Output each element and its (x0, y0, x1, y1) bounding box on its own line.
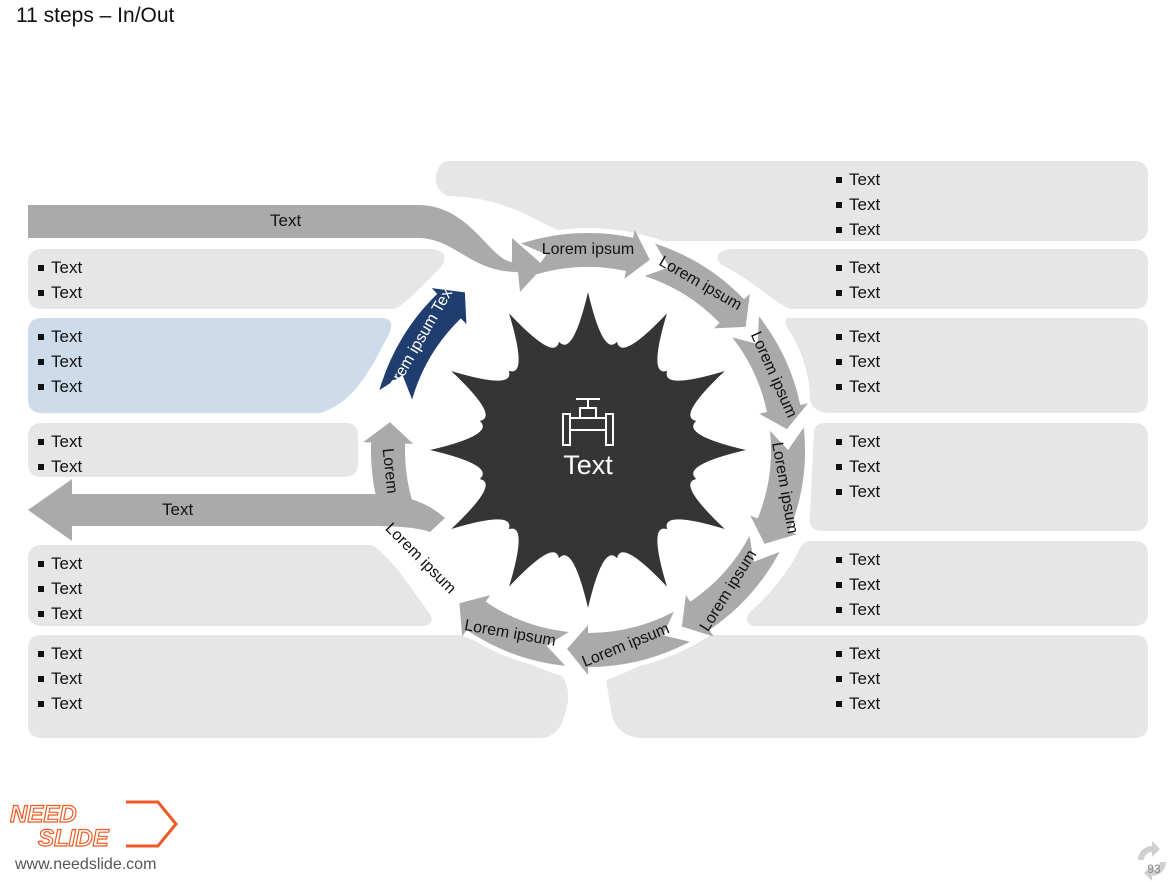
ring-arrow-segment (732, 316, 809, 430)
out-arrow-bar (28, 479, 445, 541)
right-panel-6: Text Text Text (826, 635, 1126, 738)
list-item: Text (836, 349, 1126, 374)
list-item: Text (38, 255, 428, 280)
right-panel-2: Text Text (826, 249, 1126, 309)
center-star-shape (430, 292, 746, 608)
list-item: Text (836, 217, 1126, 242)
list-item: Text (836, 666, 1126, 691)
left-panel-2: Text Text Text (28, 318, 378, 413)
pipe-valve-icon (562, 398, 614, 446)
ring-arrow-segment (750, 427, 806, 544)
ring-arrow-segment (379, 288, 467, 400)
list-item: Text (836, 547, 1126, 572)
list-item: Text (836, 429, 1126, 454)
logo-word-2: SLIDE (38, 825, 110, 852)
right-panel-4: Text Text Text (826, 423, 1126, 531)
out-bar-label: Text (162, 500, 194, 519)
page-number: 93 (1147, 862, 1161, 876)
left-panel-1: Text Text (28, 249, 428, 309)
ring-arrow-segment (644, 243, 750, 329)
list-item: Text (38, 374, 378, 399)
list-item: Text (38, 666, 528, 691)
page-badge-icon (1138, 841, 1166, 881)
list-item: Text (836, 255, 1126, 280)
needslide-logo: NEED SLIDE (9, 800, 178, 853)
list-item: Text (38, 454, 358, 479)
list-item: Text (836, 374, 1126, 399)
in-arrow-bar (28, 205, 544, 292)
in-bar-label: Text (270, 211, 302, 230)
list-item: Text (38, 641, 528, 666)
logo-word-1: NEED (10, 801, 77, 828)
left-panel-4: Text Text Text (28, 545, 408, 626)
list-item: Text (836, 641, 1126, 666)
center-label: Text (563, 450, 613, 480)
right-panel-5: Text Text Text (826, 541, 1126, 626)
list-item: Text (38, 349, 378, 374)
list-item: Text (836, 280, 1126, 305)
ring-arrow-segment (567, 611, 690, 675)
website-url: www.needslide.com (15, 856, 157, 873)
list-item: Text (836, 572, 1126, 597)
list-item: Text (38, 551, 408, 576)
left-panel-5: Text Text Text (28, 635, 528, 738)
ring-arrow-segment (459, 595, 569, 666)
list-item: Text (38, 576, 408, 601)
slide-title: 11 steps – In/Out (16, 4, 175, 27)
left-panel-3: Text Text (28, 423, 358, 477)
list-item: Text (836, 454, 1126, 479)
list-item: Text (836, 691, 1126, 716)
list-item: Text (836, 479, 1126, 504)
list-item: Text (38, 324, 378, 349)
list-item: Text (836, 167, 1126, 192)
right-panel-1: Text Text Text (826, 161, 1126, 241)
list-item: Text (836, 597, 1126, 622)
arc-label: Lorem ipsum (541, 241, 635, 258)
ring-arrow-segment (681, 535, 780, 637)
list-item: Text (38, 280, 428, 305)
list-item: Text (836, 324, 1126, 349)
ring-arrow-segment (520, 229, 650, 279)
list-item: Text (836, 192, 1126, 217)
list-item: Text (38, 429, 358, 454)
list-item: Text (38, 691, 528, 716)
right-panel-3: Text Text Text (826, 318, 1126, 413)
list-item: Text (38, 601, 408, 626)
